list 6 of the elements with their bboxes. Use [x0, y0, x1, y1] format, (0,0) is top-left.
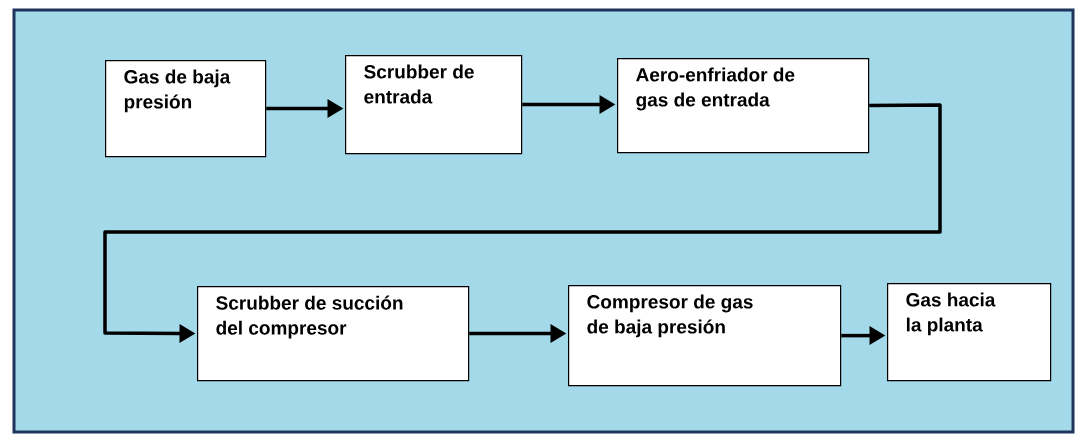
process-box: Gas de baja presión	[105, 60, 267, 158]
process-box: Scrubber de succión del compresor	[197, 286, 470, 382]
process-box: Compresor de gas de baja presión	[568, 285, 842, 387]
process-box: Gas hacia la planta	[887, 283, 1052, 382]
process-box: Scrubber de entrada	[345, 55, 523, 155]
process-box: Aero-enfriador de gas de entrada	[617, 58, 870, 154]
